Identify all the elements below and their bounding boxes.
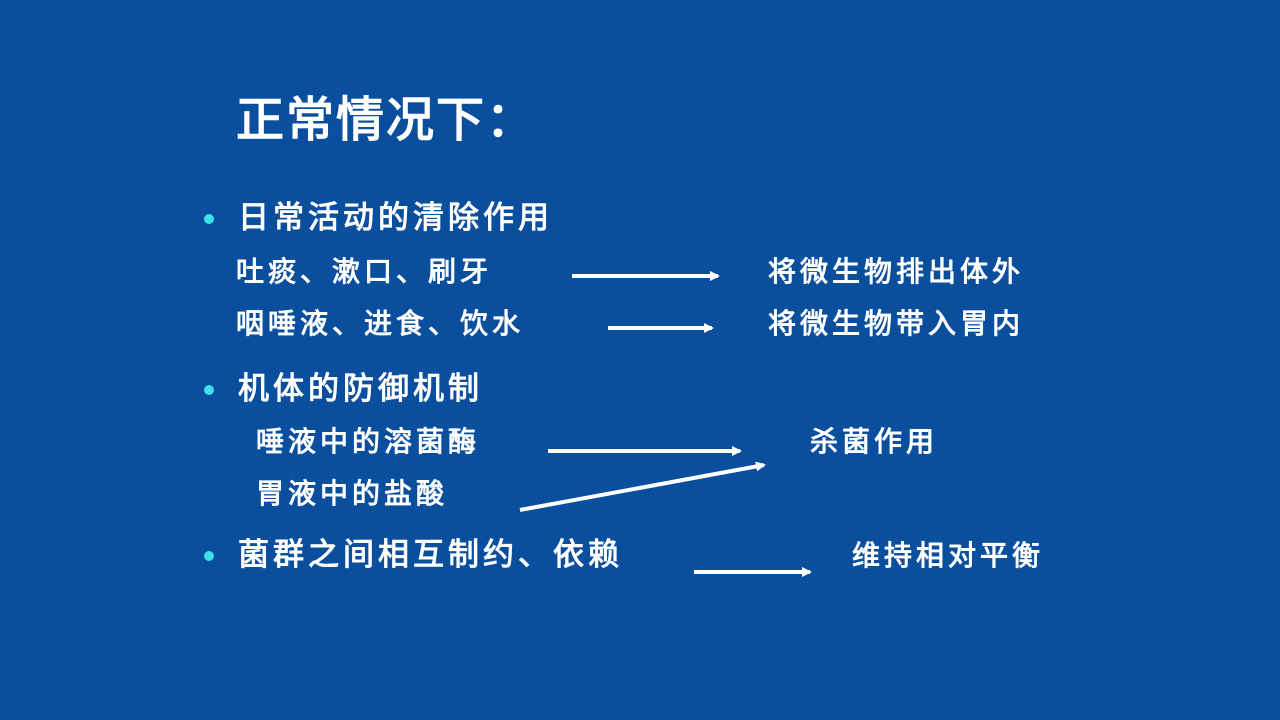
section-heading-defense: 机体的防御机制 <box>238 371 483 407</box>
row-right-relative-balance: 维持相对平衡 <box>852 539 1045 572</box>
row-right-into-stomach: 将微生物带入胃内 <box>768 307 1025 340</box>
bullet-dot-icon <box>204 551 214 561</box>
row-right-expel-microbes: 将微生物排出体外 <box>768 255 1025 288</box>
row-left-saliva-lysozyme: 唾液中的溶菌酶 <box>256 425 481 458</box>
arrow-icon <box>519 461 766 512</box>
row-left-spit-rinse-brush: 吐痰、漱口、刷牙 <box>236 255 493 288</box>
bullet-dot-icon <box>204 214 214 224</box>
section-heading-cleaning: 日常活动的清除作用 <box>238 200 553 236</box>
slide-title: 正常情况下： <box>236 92 537 148</box>
row-left-gastric-acid: 胃液中的盐酸 <box>256 477 449 510</box>
section-heading-flora-balance: 菌群之间相互制约、依赖 <box>238 537 623 573</box>
row-right-bactericidal: 杀菌作用 <box>810 425 939 458</box>
bullet-dot-icon <box>204 385 214 395</box>
row-left-swallow-eat-drink: 咽唾液、进食、饮水 <box>236 307 525 340</box>
